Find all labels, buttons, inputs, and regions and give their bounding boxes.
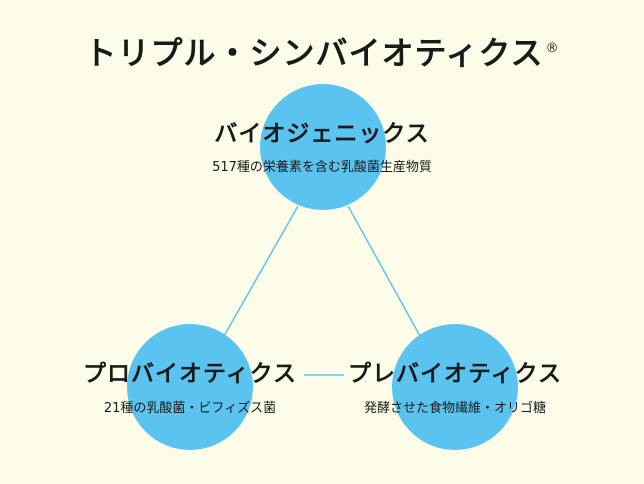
node-circle-prebiotics: [392, 324, 518, 450]
connector-top-left: [223, 205, 299, 337]
node-description-probiotics: 21種の乳酸菌・ビフィズス菌: [103, 401, 277, 416]
node-title-biogenics: バイオジェニックス: [214, 121, 430, 147]
node-description-biogenics: 517種の栄養素を含む乳酸菌生産物質: [212, 160, 432, 175]
node-circle-biogenics: [260, 84, 386, 210]
node-circle-probiotics: [127, 324, 253, 450]
node-description-prebiotics: 発酵させた食物繊維・オリゴ糖: [363, 401, 546, 416]
node-title-probiotics: プロバイオティクス: [83, 361, 297, 387]
diagram-title-text: トリプル・シンバイオティクス: [84, 34, 544, 72]
registered-mark: ®: [545, 41, 560, 57]
connector-top-right: [347, 205, 421, 337]
node-title-prebiotics: プレバイオティクス: [348, 361, 562, 387]
diagram-title: トリプル・シンバイオティクス®: [0, 28, 644, 74]
